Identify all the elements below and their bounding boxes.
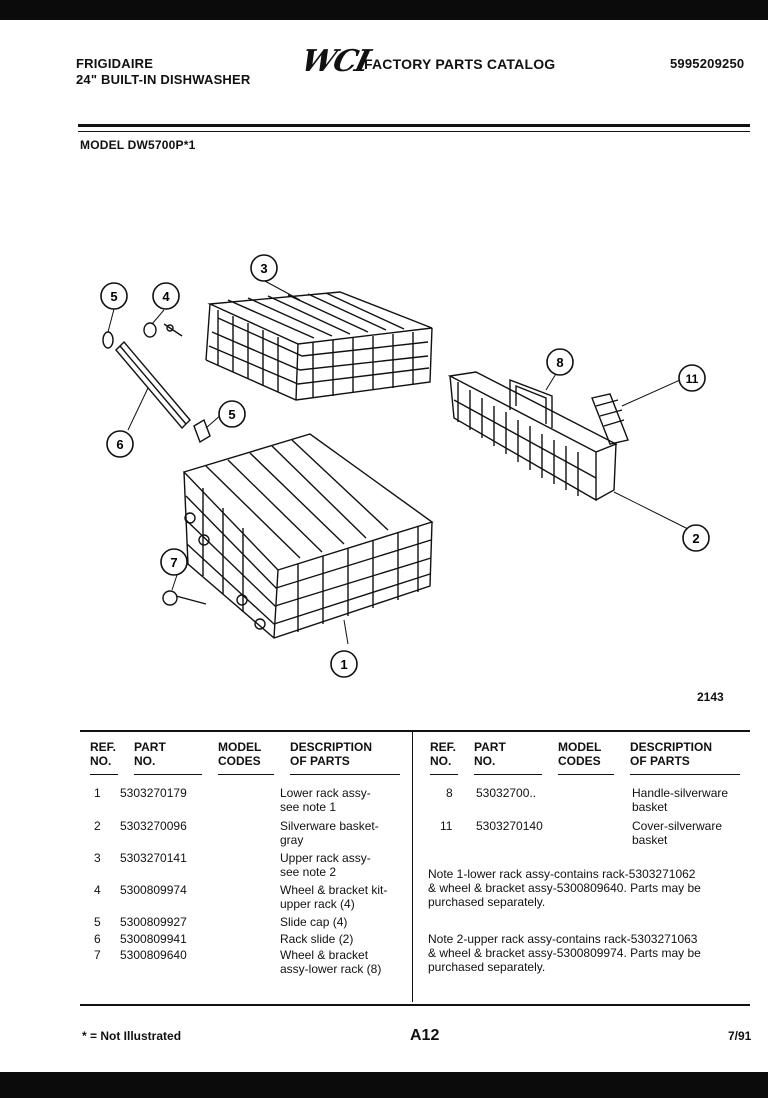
row-6-desc: Rack slide (2) [280,932,354,946]
svg-text:7: 7 [170,555,177,570]
basket-cover-drawing [591,393,629,445]
row-4-ref: 4 [94,883,101,897]
svg-text:2: 2 [692,531,699,546]
callout-8: 8 [546,348,574,376]
row-2-ref: 2 [94,819,101,833]
row-8-ref: 8 [446,786,453,800]
header-underline [134,774,202,775]
revision-date: 7/91 [728,1029,752,1043]
row-6-ref: 6 [94,932,101,946]
header-underline [290,774,400,775]
svg-text:8: 8 [556,355,563,370]
header-underline [90,774,118,775]
callout-11: 11 [678,364,706,392]
row-8-desc: Handle-silverware basket [632,786,729,814]
header-description: DESCRIPTION OF PARTS [290,740,373,768]
callout-4: 4 [152,282,180,310]
small-parts-drawing [102,322,211,606]
row-4-part: 5300809974 [120,883,187,897]
row-1-desc: Lower rack assy- see note 1 [280,786,371,814]
header-description-right: DESCRIPTION OF PARTS [630,740,713,768]
upper-rack-drawing [205,291,433,401]
callout-7: 7 [160,548,188,576]
bottom-scan-border [0,1072,768,1098]
header-part-no: PART NO. [134,740,166,768]
brand-name: FRIGIDAIRE [76,56,154,71]
row-3-ref: 3 [94,851,101,865]
callout-6: 6 [106,430,134,458]
row-11-part: 5303270140 [476,819,543,833]
catalog-number: 5995209250 [670,56,745,71]
row-4-desc: Wheel & bracket kit- upper rack (4) [280,883,388,911]
header-ref-no: REF. NO. [90,740,117,768]
header-underline [430,774,458,775]
svg-text:3: 3 [260,261,267,276]
row-3-desc: Upper rack assy- see note 2 [280,851,371,879]
header-rule-thick [78,124,750,127]
row-3-part: 5303270141 [120,851,187,865]
parts-table [80,730,750,1006]
row-2-part: 5303270096 [120,819,187,833]
row-1-part: 5303270179 [120,786,187,800]
svg-text:5: 5 [228,407,235,422]
callout-5-bottom: 5 [218,400,246,428]
wci-logo: WCI [297,44,372,79]
callout-2: 2 [682,524,710,552]
note-1: Note 1-lower rack assy-contains rack-530… [428,867,701,909]
row-7-part: 5300809640 [120,948,187,962]
header-underline [218,774,274,775]
page-number: A12 [410,1027,440,1044]
model-number: MODEL DW5700P*1 [80,138,196,152]
row-5-desc: Slide cap (4) [280,915,348,929]
product-name: 24" BUILT-IN DISHWASHER [76,72,251,87]
header-model-codes-right: MODEL CODES [558,740,602,768]
lower-rack-drawing [182,433,434,639]
svg-text:4: 4 [162,289,170,304]
row-11-desc: Cover-silverware basket [632,819,723,847]
row-5-part: 5300809927 [120,915,187,929]
not-illustrated-legend: * = Not Illustrated [82,1029,182,1043]
row-7-ref: 7 [94,948,101,962]
callout-1: 1 [330,650,358,678]
header-model-codes: MODEL CODES [218,740,262,768]
row-5-ref: 5 [94,915,101,929]
header-ref-no-right: REF. NO. [430,740,457,768]
row-2-desc: Silverware basket- gray [280,819,379,847]
svg-text:5: 5 [110,289,117,304]
row-11-ref: 11 [440,819,453,833]
header-underline [474,774,542,775]
note-2: Note 2-upper rack assy-contains rack-530… [428,932,701,974]
svg-text:1: 1 [340,657,347,672]
table-column-divider [412,730,413,1002]
header-part-no-right: PART NO. [474,740,506,768]
figure-number: 2143 [697,690,724,704]
rack-slide-drawing [115,340,191,430]
row-1-ref: 1 [94,786,101,800]
row-6-part: 5300809941 [120,932,187,946]
silverware-basket-drawing [447,371,618,502]
svg-text:6: 6 [116,437,123,452]
callout-5-top: 5 [100,282,128,310]
header-underline [558,774,614,775]
top-scan-border [0,0,768,20]
catalog-title: FACTORY PARTS CATALOG [364,56,556,72]
row-8-part: 53032700.. [476,786,537,800]
callout-3: 3 [250,254,278,282]
header-rule-thin [78,131,750,132]
header-underline [630,774,740,775]
exploded-parts-diagram: 3 1 2 8 11 5 4 5 6 7 [100,254,710,678]
svg-text:11: 11 [686,372,699,386]
row-7-desc: Wheel & bracket assy-lower rack (8) [280,948,382,976]
